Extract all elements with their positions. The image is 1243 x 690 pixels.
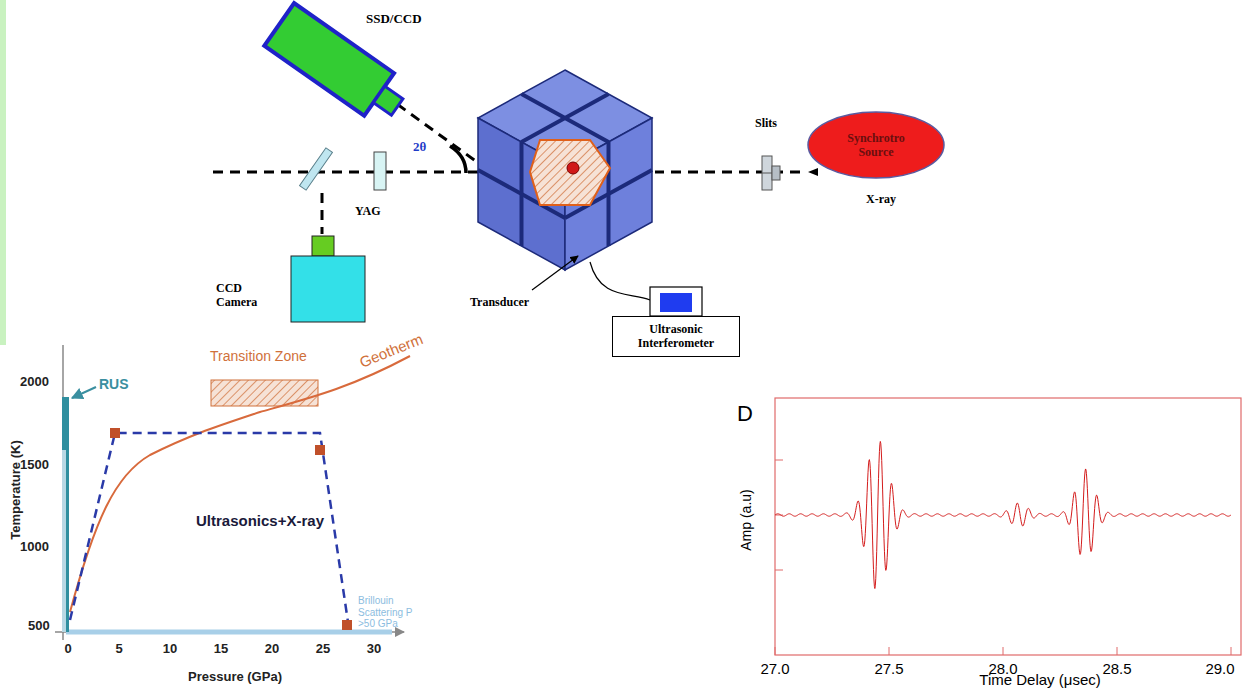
- node-text: Ultrasonic Interferometer: [617, 322, 735, 351]
- waveform-chart: [775, 398, 1241, 655]
- axis-title: Pressure (GPa): [188, 670, 282, 685]
- anvil-gaps: [478, 94, 652, 246]
- tick-label: 20: [265, 642, 279, 657]
- plot-frame: [775, 398, 1241, 655]
- tick-label: 27.5: [874, 660, 903, 677]
- y-tick: [775, 460, 783, 461]
- tick-label: 30: [367, 642, 381, 657]
- x-tick: [1231, 647, 1232, 655]
- tick-label: 25: [316, 642, 330, 657]
- x-tick: [775, 647, 776, 655]
- source-ellipse: Synchrotro Source: [806, 110, 946, 180]
- tick-label: 28.5: [1102, 660, 1131, 677]
- tick-label: 5: [115, 642, 122, 657]
- diffracted-beam: [397, 104, 488, 170]
- tick-label: 1000: [20, 540, 49, 555]
- axis-title: Time Delay (μsec): [979, 671, 1100, 688]
- tick-label: 500: [28, 619, 50, 634]
- tick-label: 2000: [20, 375, 49, 390]
- node-text: Synchrotro Source: [834, 131, 918, 160]
- x-axis: [55, 631, 404, 633]
- part-label: Transducer: [470, 296, 529, 310]
- camera-body: [291, 256, 365, 322]
- method-label: Brillouin Scattering P >50 GPa: [358, 595, 430, 630]
- axis-title: Temperature (K): [9, 440, 24, 539]
- data-markers: [110, 428, 352, 630]
- rus-band: [62, 397, 69, 632]
- waveform-trace: [775, 441, 1231, 588]
- multi-anvil-cube: [478, 70, 652, 270]
- camera-lens: [312, 236, 334, 256]
- axis-title: Amp (a.u): [738, 489, 754, 550]
- rus-band-light: [62, 450, 66, 632]
- tick-label: 15: [214, 642, 228, 657]
- transducer-wire: [590, 262, 650, 300]
- sample-dot: [567, 162, 579, 174]
- part-label: YAG: [355, 205, 381, 219]
- source-ellipse-shape: [808, 112, 944, 178]
- tick-label: 29.0: [1205, 660, 1234, 677]
- part-label: Slits: [755, 117, 777, 131]
- y-tick: [775, 570, 783, 571]
- transmitted-beam: [210, 171, 478, 174]
- part-label: CCD Camera: [216, 282, 272, 310]
- edge-strip: [0, 0, 6, 345]
- rus-arrow: [72, 387, 96, 398]
- pt-chart: [55, 345, 410, 640]
- geotherm-curve: [70, 356, 410, 612]
- angle-label: 2θ: [413, 140, 426, 155]
- waveform-line: [775, 441, 1231, 588]
- x-tick: [889, 647, 890, 655]
- instrument-box: Ultrasonic Interferometer: [612, 316, 740, 357]
- tick-label: 10: [163, 642, 177, 657]
- brillouin-band: [66, 630, 392, 635]
- mirror: [300, 148, 333, 190]
- leader-arrow: [532, 256, 578, 290]
- tick-marks: [775, 460, 1231, 655]
- tick-label: 27.0: [760, 660, 789, 677]
- detector-nozzle: [373, 86, 402, 115]
- range-outline: [70, 433, 348, 622]
- tick-label: 0: [64, 642, 71, 657]
- method-label: RUS: [99, 376, 129, 392]
- region-label: Transition Zone: [210, 348, 307, 364]
- region-label: Ultrasonics+X-ray: [196, 512, 324, 529]
- monitor-screen: [660, 293, 692, 312]
- detector-label: SSD/CCD: [366, 12, 422, 27]
- x-tick: [1003, 647, 1004, 655]
- tick-label: 1500: [20, 458, 49, 473]
- angle-arc: [450, 146, 466, 173]
- panel-letter: D: [737, 401, 753, 426]
- yag-crystal: [374, 152, 386, 190]
- camera-beam: [321, 193, 324, 234]
- slits-symbol: [762, 156, 780, 190]
- monitor-symbol: [650, 287, 702, 316]
- beam-arrowhead: [808, 168, 818, 176]
- sample-cell: [530, 140, 610, 205]
- transition-zone-box: [211, 380, 318, 406]
- x-tick: [1117, 647, 1118, 655]
- beam-label: X-ray: [866, 193, 896, 207]
